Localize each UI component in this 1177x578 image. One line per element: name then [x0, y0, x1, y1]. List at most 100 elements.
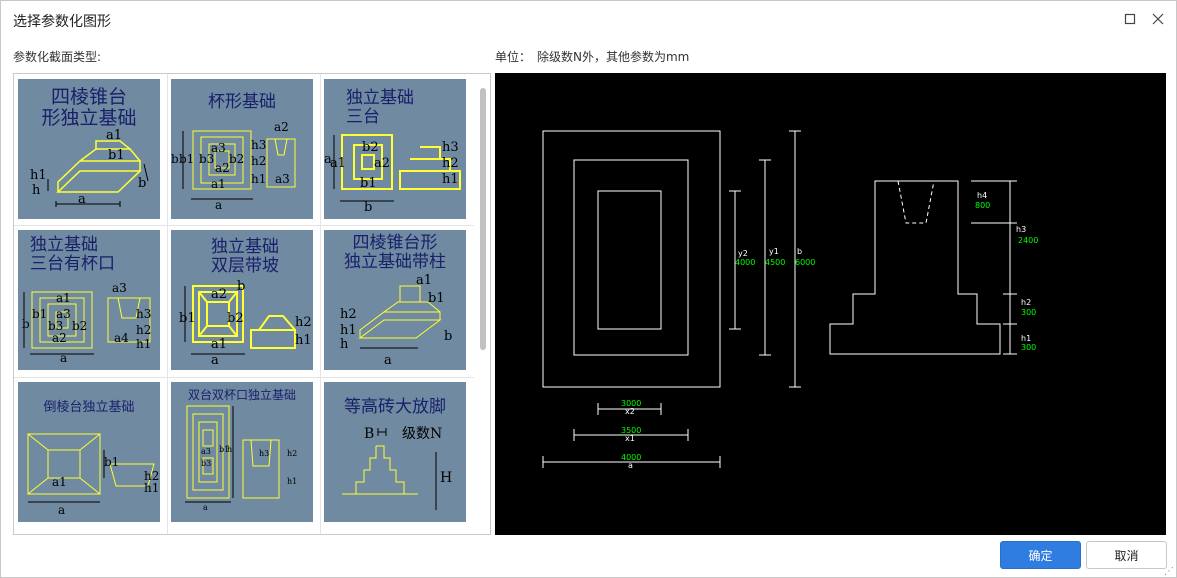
preview-canvas: y2 y1 b x2 x1 a h4 h3 h2 h1 4000 4500 60… — [495, 73, 1166, 535]
square-icon — [1124, 13, 1136, 25]
dim-name: b — [797, 247, 802, 256]
dim-value: 6000 — [795, 258, 815, 267]
dim-label: h2 — [287, 449, 297, 458]
dim-name: a — [628, 461, 633, 470]
thumb-three-step-cup-footing[interactable]: 独立基础 三台有杯口 a1 a3 — [18, 230, 160, 370]
dim-label: a1 — [106, 128, 122, 143]
dim-value: 800 — [975, 201, 990, 210]
thumb-double-cup-footing[interactable]: 双台双杯口独立基础 b1 h a3 b3 — [171, 382, 313, 522]
dim-label: h — [340, 337, 349, 352]
window-title: 选择参数化图形 — [13, 14, 111, 30]
dim-label: a2 — [215, 161, 230, 175]
dim-label: a1 — [52, 475, 67, 489]
gallery-cell: 四棱锥台形 独立基础带柱 a1 b1 h2 h1 h — [320, 225, 473, 376]
gallery-cell: 四棱锥台 形独立基础 a1 b1 — [14, 74, 167, 225]
gallery-cell: 杯形基础 a2 — [167, 74, 320, 225]
dim-label: h2 — [251, 154, 266, 168]
dim-label: b2 — [229, 152, 244, 166]
double-slope-footing-drawing: a2 b b1 b2 a1 h2 h1 a — [179, 279, 312, 368]
dim-label: a — [78, 192, 86, 207]
dim-label: B — [364, 426, 374, 442]
dim-label: h3 — [251, 138, 266, 152]
thumb-frustum-footing[interactable]: 四棱锥台 形独立基础 a1 b1 — [18, 79, 160, 219]
dim-label: a — [384, 353, 392, 368]
frustum-footing-drawing: a1 b1 h1 h a b — [30, 128, 149, 207]
dim-value: 300 — [1021, 308, 1036, 317]
double-cup-footing-drawing: b1 h a3 b3 h3 h2 h1 a — [185, 405, 297, 512]
dim-name: h2 — [1021, 298, 1031, 307]
thumb-three-step-footing[interactable]: 独立基础 三台 b2 a2 — [324, 79, 466, 219]
gallery-cell: 独立基础 三台 b2 a2 — [320, 74, 473, 225]
dim-label: b1 — [108, 148, 125, 163]
inverted-frustum-drawing: b1 a1 h2 h1 a — [27, 433, 159, 517]
dim-label: a2 — [274, 120, 289, 134]
dim-label: a — [211, 353, 219, 368]
dim-value: 4500 — [765, 258, 785, 267]
three-step-footing-drawing: b2 a2 b1 a1 a h3 h2 h1 b — [324, 134, 461, 215]
thumb-inverted-frustum-footing[interactable]: 倒棱台独立基础 b1 a1 h2 h1 a — [18, 382, 160, 522]
dim-name: x1 — [625, 434, 635, 443]
dim-label: h1 — [30, 168, 47, 183]
thumb-brick-footing[interactable]: 等高砖大放脚 B 级数N H — [324, 382, 466, 522]
cancel-button[interactable]: 取消 — [1086, 541, 1167, 569]
dim-name: y2 — [738, 249, 748, 258]
dim-label: H — [440, 470, 452, 486]
dim-label: b3 — [48, 319, 63, 333]
dim-label: h2 — [295, 315, 312, 330]
preview-drawing: y2 y1 b x2 x1 a h4 h3 h2 h1 4000 4500 60… — [542, 130, 1038, 470]
dim-label: a1 — [211, 337, 227, 352]
scrollbar-thumb[interactable] — [480, 88, 486, 350]
dim-label: a4 — [114, 331, 129, 345]
gallery-cell: 等高砖大放脚 B 级数N H — [320, 377, 473, 528]
thumb-double-slope-footing[interactable]: 独立基础 双层带坡 a2 b — [171, 230, 313, 370]
dim-label: b — [171, 152, 179, 166]
thumb-cup-footing[interactable]: 杯形基础 a2 — [171, 79, 313, 219]
dim-label: a1 — [416, 273, 432, 288]
thumb-title: 四棱锥台 形独立基础 — [41, 86, 137, 129]
thumb-title: 独立基础 双层带坡 — [211, 237, 279, 276]
dim-label: a3 — [56, 307, 71, 321]
thumb-title: 杯形基础 — [208, 92, 276, 112]
ok-button[interactable]: 确定 — [1000, 541, 1081, 569]
dim-label: h2 — [442, 156, 459, 171]
dim-value: 3000 — [621, 399, 641, 408]
dim-label: h3 — [259, 449, 269, 458]
dim-label: a — [215, 198, 222, 212]
dim-label: b2 — [227, 311, 244, 326]
three-step-cup-footing-drawing: a1 a3 b1 a3 b3 b2 b a2 h3 h2 h1 a4 a — [22, 281, 151, 365]
gallery-scrollbar[interactable] — [476, 74, 490, 534]
dim-label: b2 — [362, 140, 379, 155]
dim-value: 2400 — [1018, 236, 1038, 245]
dim-label: b — [364, 200, 372, 215]
dim-label: b1 — [219, 445, 229, 454]
dim-label: h2 — [144, 469, 159, 483]
dim-label: h2 — [340, 307, 357, 322]
resize-grip-icon[interactable]: ⋰ — [1164, 566, 1174, 577]
dim-label: h3 — [442, 140, 459, 155]
dim-value: 4000 — [735, 258, 755, 267]
dim-label: a3 — [211, 141, 226, 155]
dim-label: b1 — [428, 291, 445, 306]
dim-label: h2 — [136, 323, 151, 337]
dim-label: h1 — [340, 323, 357, 338]
dim-value: 300 — [1021, 343, 1036, 352]
dim-label: h1 — [295, 333, 312, 348]
dim-label: a — [324, 152, 332, 167]
unit-label: 单位： — [495, 50, 532, 64]
thumb-title: 双台双杯口独立基础 — [187, 388, 296, 402]
dim-value: 4000 — [621, 453, 641, 462]
dim-label: h — [227, 445, 232, 454]
dim-label: a3 — [201, 447, 211, 456]
thumb-frustum-footing-with-column[interactable]: 四棱锥台形 独立基础带柱 a1 b1 h2 h1 h — [324, 230, 466, 370]
dim-label: a2 — [52, 331, 67, 345]
dim-label: b — [444, 329, 452, 344]
close-icon — [1152, 13, 1164, 25]
close-button[interactable] — [1149, 10, 1167, 28]
maximize-button[interactable] — [1121, 10, 1139, 28]
dim-label: b — [22, 317, 30, 331]
dim-label: a2 — [374, 156, 390, 171]
dim-label: b1 — [32, 307, 47, 321]
shape-gallery: 四棱锥台 形独立基础 a1 b1 — [13, 73, 491, 535]
dim-label: b — [138, 176, 146, 191]
dim-label: h1 — [251, 172, 266, 186]
